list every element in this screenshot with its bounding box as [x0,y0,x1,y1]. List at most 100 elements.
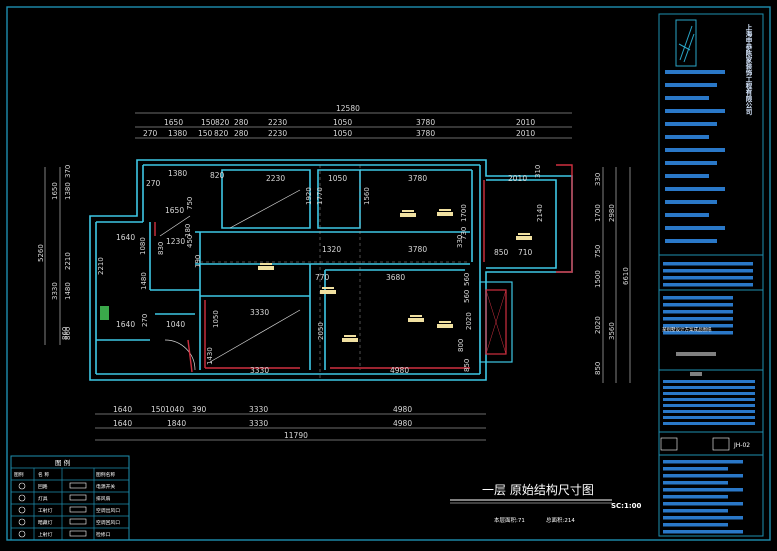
title-block-line [663,392,755,395]
level-marker [342,338,358,342]
legend-symbol-icon [18,506,26,514]
entry-door [164,339,196,373]
dimension-label: 1920 [305,187,313,205]
title-block-line [690,372,702,376]
title-block-line [663,269,753,273]
title-block-line [665,148,725,152]
level-marker-tick [518,233,530,235]
drawing-title: 一层 原始结构尺寸图 [482,482,594,497]
level-marker-tick [402,210,414,212]
dimension-label: 1650 [51,182,59,200]
dimension-label: 830 [157,242,165,255]
title-block-line [676,352,716,356]
dimension-label: 1560 [363,187,371,205]
dimension-label: 1480 [64,282,72,300]
dimension-label: 370 [64,165,72,178]
legend-cell: 排风扇 [96,495,111,502]
dimension-label: 1500 [594,270,602,288]
dimension-label: 1640 [113,405,132,414]
title-block-line [663,398,755,401]
title-block-line [663,404,755,407]
dimension-label: 850 [494,248,509,257]
legend-symbol-icon [18,482,26,490]
drawing-frame [6,6,771,541]
title-block-line [665,187,725,191]
sheet-number: JH-02 [733,442,750,449]
legend-symbol-icon [18,518,26,526]
dimension-label: 750 [186,197,194,210]
legend-table: 图 例 图例名 称图例名称回路电源开关灯具排风扇工射灯空调出风口暗藏灯空调回风口… [10,455,130,541]
dimension-label: 1040 [166,320,185,329]
dimension-label: 1380 [64,182,72,200]
dimension-label: 4980 [393,405,412,414]
left-total-dimension: 5260 [37,244,45,262]
dimension-label: 770 [315,273,330,282]
dimension-label: 2230 [268,129,287,138]
dimension-label: 1770 [316,187,324,205]
level-marker [437,212,453,216]
dimension-label: 2230 [268,118,287,127]
dimension-label: 1640 [113,419,132,428]
level-marker [408,318,424,322]
level-markers [258,209,532,342]
dimension-label: 3330 [249,419,268,428]
legend-symbol-icon [69,494,87,501]
title-block-line [663,495,728,499]
walls [89,159,573,381]
title-block-line [663,460,743,464]
dimension-label: 1650 [164,118,183,127]
legend-cell: 工射灯 [38,507,53,514]
level-marker-tick [322,287,334,289]
dimension-label: 190 [194,255,202,268]
dimension-label: 150 [201,118,216,127]
dimension-label: 280 [234,129,249,138]
level-marker [258,266,274,270]
dimension-label: 3680 [386,273,405,282]
title-block-line [665,226,725,230]
level-marker [516,236,532,240]
dimension-label: 820 [214,129,229,138]
dimension-label: 310 [534,165,542,178]
dimension-label: 3330 [250,366,269,375]
drawing-scale: SC:1:00 [611,502,642,510]
dimension-label: 270 [146,179,161,188]
dimension-label: 560 [463,273,471,286]
title-block-line [663,276,753,280]
legend-cell: 上射灯 [38,531,53,538]
dimension-label: 1700 [594,204,602,222]
legend-symbol-icon [18,530,26,538]
dimension-label: 800 [457,339,465,352]
title-block-line [663,523,728,527]
title-block-line [663,416,755,419]
void-markers [159,189,301,363]
level-marker-tick [410,315,422,317]
dimension-label: 180 [184,224,192,237]
level-marker [400,213,416,217]
dimension-label: 1320 [322,245,341,254]
title-block-line [665,161,717,165]
dimension-label: 3780 [408,245,427,254]
dimension-label: 1230 [166,237,185,246]
level-marker [437,324,453,328]
legend-symbol-icon [69,518,87,525]
legend-cell: 暗藏灯 [38,519,53,526]
title-block-line [663,283,753,287]
dimension-label: 2140 [536,204,544,222]
title-block-line [665,109,725,113]
dimension-label: 4980 [393,419,412,428]
dimension-label: 2020 [465,312,473,330]
dimension-label: 330 [594,173,602,186]
dimension-label: 2050 [317,322,325,340]
dimension-label: 280 [234,118,249,127]
level-marker-tick [439,321,451,323]
dimension-label: 2980 [608,204,616,222]
dimension-label: 3780 [408,174,427,183]
dimension-label: 3330 [51,282,59,300]
dimension-label: 450 [186,235,194,248]
dimension-label: 750 [594,245,602,258]
bottom-total-dimension: 11790 [284,431,308,440]
dimension-label: 1700 [460,204,468,222]
